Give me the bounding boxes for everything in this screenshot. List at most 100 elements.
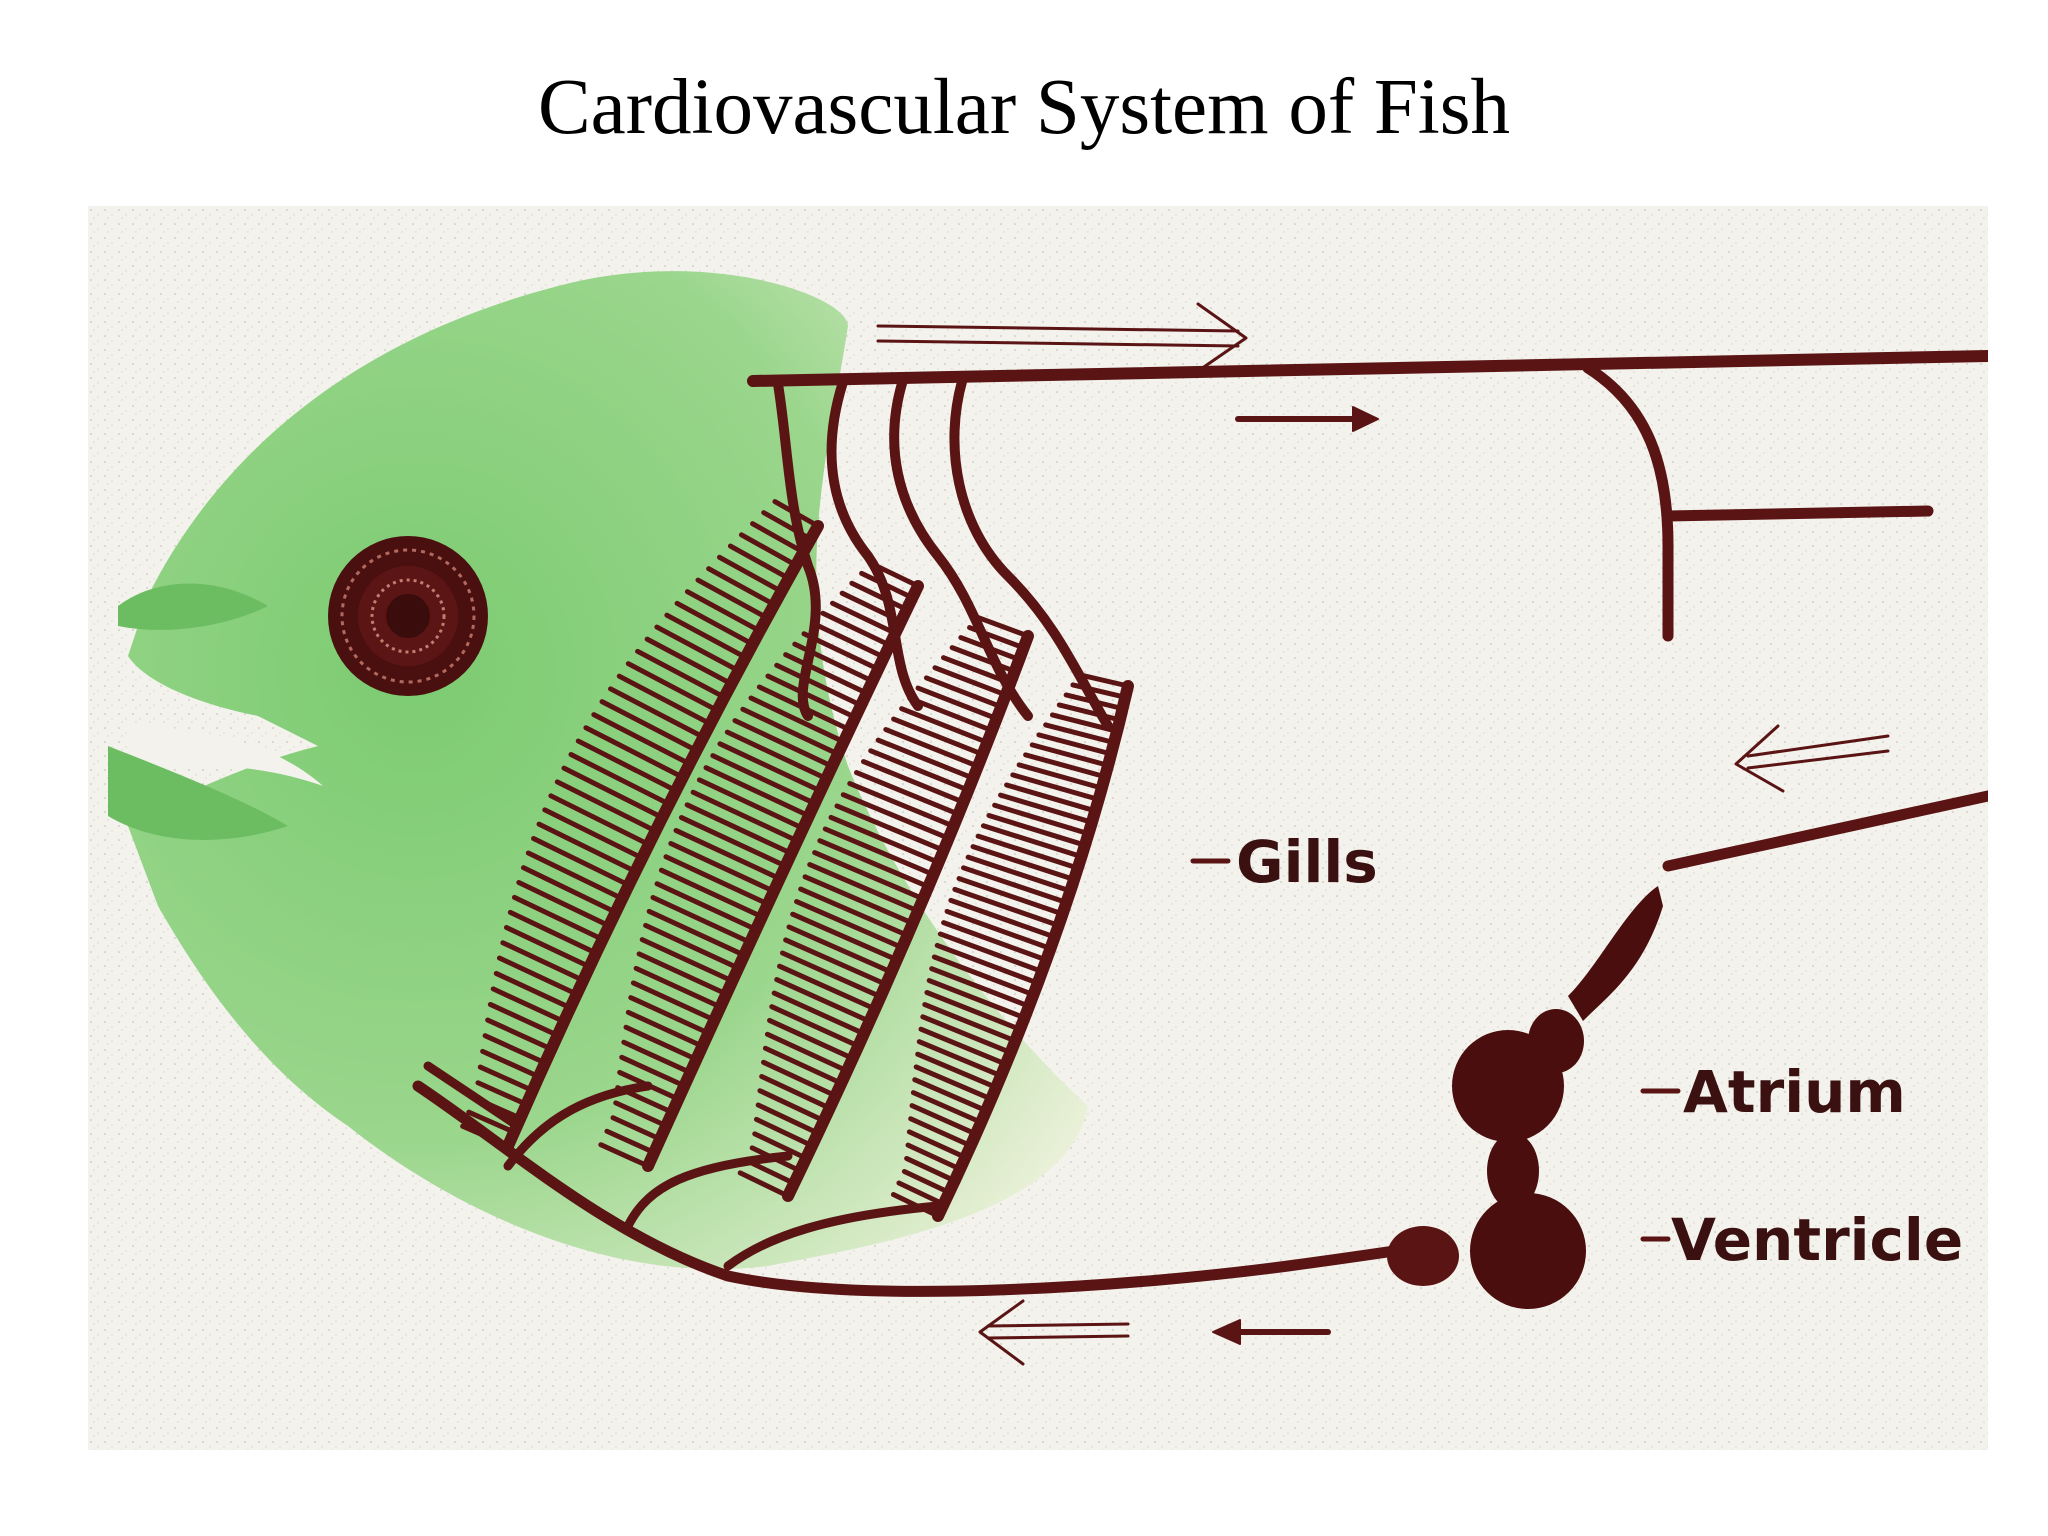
gill-filament xyxy=(678,815,788,869)
fish-head xyxy=(128,271,1088,1270)
gill-filament xyxy=(724,729,829,782)
gill-filament xyxy=(929,966,1032,1009)
gill-filament xyxy=(710,753,818,806)
arrow-top-outline-right xyxy=(876,302,1248,373)
gill-filament xyxy=(625,1009,705,1049)
gill-filament xyxy=(610,1115,663,1142)
gill-filament xyxy=(915,685,1000,722)
arrow-bottom-solid-left xyxy=(1212,1319,1331,1345)
label-leaders xyxy=(1190,858,1681,1242)
gill-filament xyxy=(717,741,824,794)
gill-filament xyxy=(909,1103,979,1137)
gill-filament xyxy=(934,942,1041,986)
gill-filament xyxy=(790,911,900,963)
gill-filament xyxy=(948,897,1058,940)
gill-filament xyxy=(986,812,1088,848)
gill-filament xyxy=(761,1059,838,1099)
gill-filament xyxy=(941,920,1049,963)
gill-filament xyxy=(915,1051,999,1090)
gill-filament xyxy=(750,521,806,555)
gill-filament xyxy=(673,827,783,882)
gill-filament xyxy=(901,1168,952,1196)
gill-filament xyxy=(598,1142,651,1169)
bulbus-arteriosus xyxy=(1387,1226,1459,1286)
flow-arrows xyxy=(876,302,1890,1366)
gill-filament xyxy=(748,695,847,745)
arrow-vein-outline-left xyxy=(1734,724,1890,793)
gill-filament xyxy=(548,793,652,847)
gill-filament xyxy=(769,1004,861,1049)
gill-filament xyxy=(621,1039,693,1076)
gill-filament xyxy=(482,1033,548,1066)
gill-filament xyxy=(500,940,586,983)
gill-filament xyxy=(658,867,765,920)
fish-circulation-diagram: Gills Atrium Ventricle xyxy=(88,206,1988,1450)
gill-filament xyxy=(960,865,1069,905)
gill-filament xyxy=(822,826,936,878)
gill-filament xyxy=(992,802,1091,837)
gill-filament xyxy=(924,989,1023,1032)
gill-filament xyxy=(630,980,717,1023)
gill-arch-4 xyxy=(932,680,1134,1222)
gill-filament xyxy=(875,737,976,781)
gill-filament xyxy=(854,770,962,817)
gill-filament xyxy=(635,648,727,700)
efferent-gill-vessels xyxy=(773,373,1113,731)
gill-filament xyxy=(868,748,971,793)
gill-filament xyxy=(1036,732,1114,757)
gill-filament xyxy=(604,1128,657,1156)
gill-filament xyxy=(767,1017,856,1061)
gill-filament xyxy=(536,821,638,875)
gill-filament xyxy=(783,652,870,696)
gill-filament xyxy=(810,620,887,660)
gill-filament xyxy=(920,1014,1014,1056)
arrow-bottom-outline-left xyxy=(978,1299,1130,1366)
gill-filament xyxy=(764,1031,850,1074)
gill-filament xyxy=(1056,702,1123,723)
gill-filament xyxy=(466,1109,517,1135)
gill-filament xyxy=(623,1024,699,1062)
gill-filament xyxy=(907,695,995,734)
gill-filament xyxy=(922,1002,1018,1044)
label-ventricle: Ventricle xyxy=(1671,1206,1963,1274)
gill-filament xyxy=(591,712,693,767)
gill-filament xyxy=(779,950,884,1000)
diagram-canvas: Gills Atrium Ventricle xyxy=(88,206,1988,1450)
gill-filament xyxy=(568,752,672,807)
gill-filament xyxy=(908,1116,974,1149)
gill-filament xyxy=(475,1080,529,1107)
gill-filament xyxy=(913,1064,994,1102)
gill-filament xyxy=(1029,742,1111,768)
label-gills: Gills xyxy=(1236,828,1378,896)
gill-filament xyxy=(485,1017,554,1052)
gill-filament xyxy=(654,624,741,674)
gill-filament xyxy=(829,600,898,636)
gill-filament xyxy=(762,1045,844,1086)
gill-filament xyxy=(926,978,1028,1021)
gill-filament xyxy=(807,862,921,914)
gill-filament xyxy=(931,954,1036,998)
gill-filament xyxy=(1023,752,1108,780)
gill-filament xyxy=(490,986,567,1025)
gill-filament xyxy=(493,970,573,1011)
gill-filament xyxy=(668,841,777,894)
gill-filament xyxy=(650,894,753,945)
gill-filament xyxy=(757,1088,827,1124)
gill-filament xyxy=(480,1048,542,1080)
gill-filament xyxy=(906,1129,968,1160)
gill-filament xyxy=(542,807,645,861)
fish-upper-lip xyxy=(118,583,268,630)
gill-filament xyxy=(703,765,812,819)
gill-filament xyxy=(783,937,889,987)
gill-filament xyxy=(777,963,878,1012)
heart xyxy=(1452,886,1663,1309)
gill-filament xyxy=(753,1116,815,1149)
gill-filament xyxy=(575,738,679,794)
gill-filament xyxy=(477,1064,536,1093)
gill-filament xyxy=(663,854,771,907)
gill-filament xyxy=(759,1073,833,1111)
gill-arch-3 xyxy=(782,630,1034,1202)
gill-filament xyxy=(646,908,747,958)
gill-filament xyxy=(674,600,756,647)
gill-filament xyxy=(937,931,1045,975)
